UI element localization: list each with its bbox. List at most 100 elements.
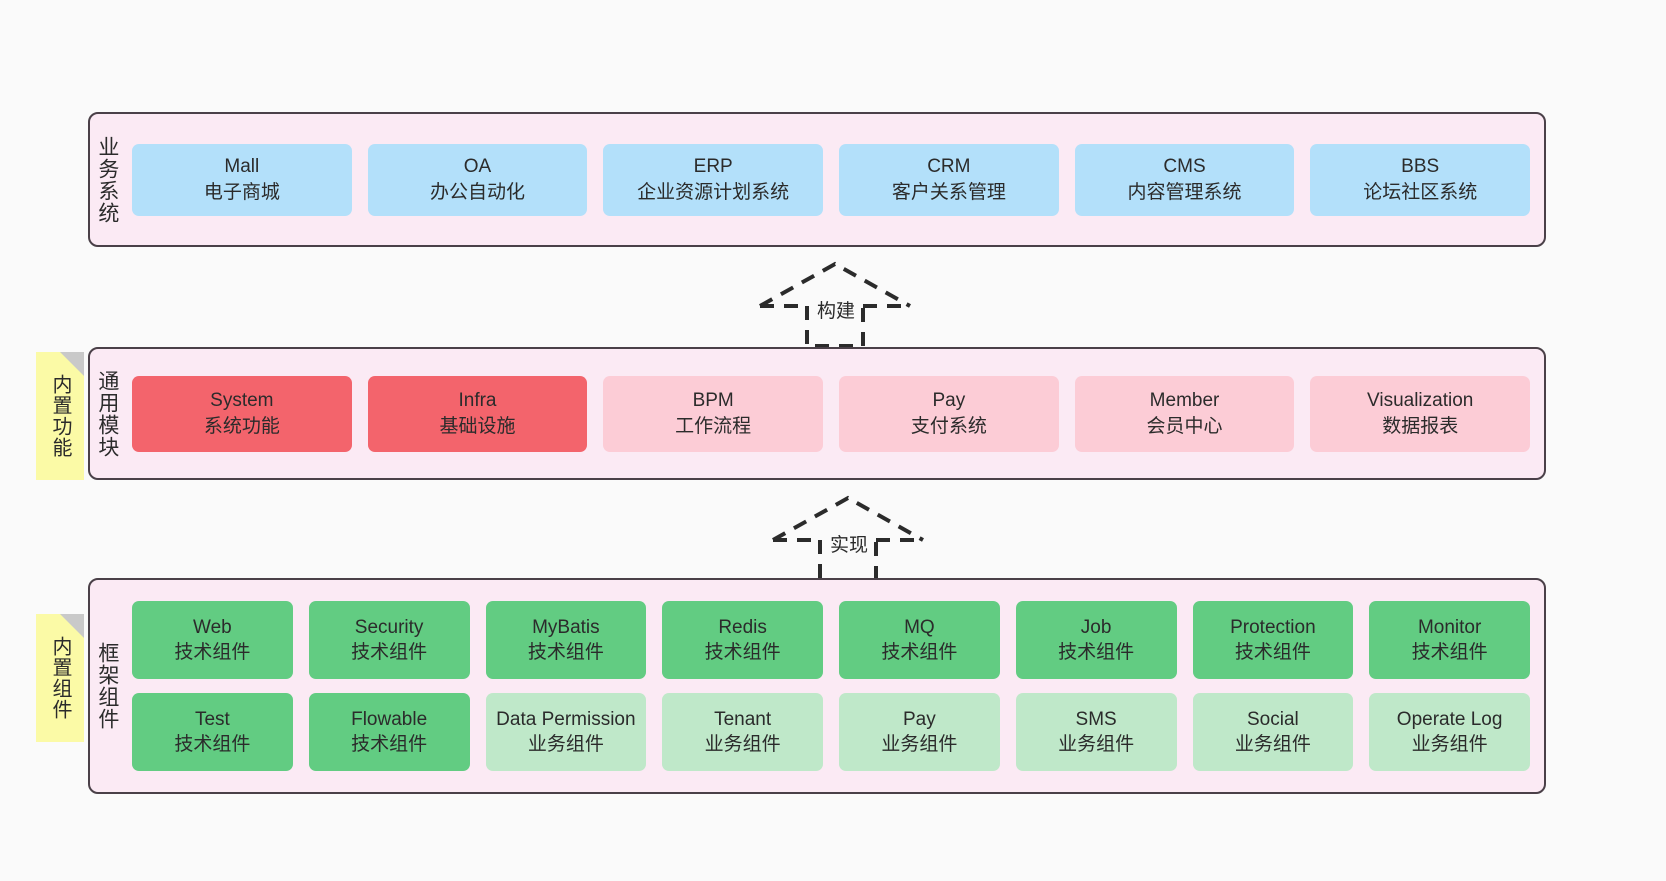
card-mq-en: MQ [904,616,935,638]
card-pay-module[interactable]: Pay 支付系统 [839,375,1059,452]
card-erp[interactable]: ERP 企业资源计划系统 [603,143,824,216]
card-pay-component-en: Pay [903,708,936,730]
card-sms-cn: 业务组件 [1058,734,1135,755]
card-protection-cn: 技术组件 [1234,642,1311,663]
card-social[interactable]: Social 业务组件 [1192,693,1354,771]
card-infra-cn: 基础设施 [439,415,516,437]
card-social-cn: 业务组件 [1234,734,1311,755]
card-pay-component[interactable]: Pay 业务组件 [839,693,1000,771]
card-security-en: Security [354,616,424,638]
card-visualization-cn: 数据报表 [1382,415,1459,437]
arrow-implement-label: 实现 [830,535,869,556]
card-visualization-en: Visualization [1367,390,1474,412]
card-erp-cn: 企业资源计划系统 [637,181,790,203]
card-monitor-en: Monitor [1417,616,1482,638]
card-erp-en: ERP [693,156,733,178]
card-bbs-cn: 论坛社区系统 [1363,181,1478,203]
card-data-permission-en: Data Permission [496,708,636,730]
layer-common-module: 通用模块 System 系统功能 Infra 基础设施 BPM 工作流程 Pay… [88,347,1546,480]
card-member[interactable]: Member 会员中心 [1074,375,1295,452]
card-security[interactable]: Security 技术组件 [308,601,470,679]
card-monitor-cn: 技术组件 [1411,642,1488,663]
arrow-build-label: 构建 [817,301,856,322]
card-member-en: Member [1149,390,1220,412]
card-oa-cn: 办公自动化 [430,181,526,203]
card-monitor[interactable]: Monitor 技术组件 [1369,601,1530,679]
card-test-en: Test [194,708,230,730]
layer-business-system-title: 业务系统 [95,135,119,224]
card-job[interactable]: Job 技术组件 [1015,601,1177,679]
card-redis-cn: 技术组件 [704,642,781,663]
card-security-cn: 技术组件 [351,642,428,663]
layer-framework-component: 框架组件 Web 技术组件 Security 技术组件 MyBatis 技术组件… [88,578,1546,794]
card-bbs-en: BBS [1401,156,1440,178]
card-tenant[interactable]: Tenant 业务组件 [662,693,823,771]
card-pay-module-cn: 支付系统 [910,415,987,437]
layer-framework-component-body: Web 技术组件 Security 技术组件 MyBatis 技术组件 Redi… [124,580,1544,792]
sticky-note-builtin-features-label: 内置功能 [49,374,71,458]
layer-common-module-body: System 系统功能 Infra 基础设施 BPM 工作流程 Pay 支付系统… [124,349,1544,478]
sticky-note-builtin-features: 内置功能 [36,352,84,480]
card-bbs[interactable]: BBS 论坛社区系统 [1310,143,1531,216]
card-infra-en: Infra [458,390,497,412]
framework-card-row-1: Web 技术组件 Security 技术组件 MyBatis 技术组件 Redi… [132,601,1530,679]
card-data-permission-cn: 业务组件 [527,734,604,755]
card-mall-en: Mall [224,156,260,178]
card-cms[interactable]: CMS 内容管理系统 [1074,143,1295,216]
sticky-fold-corner-icon [60,352,84,376]
card-operate-log[interactable]: Operate Log 业务组件 [1369,693,1530,771]
card-mall-cn: 电子商城 [203,181,280,203]
card-cms-cn: 内容管理系统 [1127,181,1242,203]
card-web-en: Web [193,616,232,638]
card-mq-cn: 技术组件 [881,642,958,663]
card-operate-log-en: Operate Log [1396,708,1503,730]
card-bpm[interactable]: BPM 工作流程 [603,375,824,452]
sticky-note-builtin-components-label: 内置组件 [49,636,71,720]
card-protection[interactable]: Protection 技术组件 [1192,601,1354,679]
card-redis[interactable]: Redis 技术组件 [662,601,823,679]
card-job-en: Job [1080,616,1112,638]
card-member-cn: 会员中心 [1146,415,1223,437]
layer-common-module-title: 通用模块 [95,369,119,458]
card-web-cn: 技术组件 [174,642,251,663]
card-crm-en: CRM [927,156,971,178]
card-test-cn: 技术组件 [174,734,251,755]
card-mq[interactable]: MQ 技术组件 [839,601,1000,679]
card-infra[interactable]: Infra 基础设施 [367,375,588,452]
card-tenant-cn: 业务组件 [704,734,781,755]
card-tenant-en: Tenant [714,708,772,730]
card-sms-en: SMS [1075,708,1117,730]
card-operate-log-cn: 业务组件 [1411,734,1488,755]
framework-card-row-2: Test 技术组件 Flowable 技术组件 Data Permission … [132,693,1530,771]
business-card-row: Mall 电子商城 OA 办公自动化 ERP 企业资源计划系统 CRM 客户关系… [132,143,1531,216]
layer-business-system: 业务系统 Mall 电子商城 OA 办公自动化 ERP 企业资源计划系统 CRM… [88,112,1546,247]
card-data-permission[interactable]: Data Permission 业务组件 [485,693,647,771]
card-flowable[interactable]: Flowable 技术组件 [308,693,470,771]
card-web[interactable]: Web 技术组件 [132,601,293,679]
arrow-build-shape [759,261,911,348]
common-card-row: System 系统功能 Infra 基础设施 BPM 工作流程 Pay 支付系统… [132,375,1531,452]
card-flowable-en: Flowable [351,708,428,730]
arrow-implement-shape [772,495,924,582]
card-system-cn: 系统功能 [203,415,280,437]
card-redis-en: Redis [718,616,767,638]
card-mall[interactable]: Mall 电子商城 [132,143,352,216]
card-job-cn: 技术组件 [1058,642,1135,663]
card-flowable-cn: 技术组件 [351,734,428,755]
card-test[interactable]: Test 技术组件 [132,693,293,771]
layer-business-system-body: Mall 电子商城 OA 办公自动化 ERP 企业资源计划系统 CRM 客户关系… [124,114,1544,245]
card-visualization[interactable]: Visualization 数据报表 [1310,375,1531,452]
card-sms[interactable]: SMS 业务组件 [1015,693,1177,771]
card-system[interactable]: System 系统功能 [132,375,352,452]
card-crm-cn: 客户关系管理 [891,181,1006,203]
card-pay-module-en: Pay [932,390,966,412]
card-bpm-cn: 工作流程 [675,415,752,437]
arrow-build: 构建 [755,258,915,348]
card-crm[interactable]: CRM 客户关系管理 [839,143,1059,216]
card-social-en: Social [1247,708,1299,730]
card-system-en: System [210,390,274,412]
card-mybatis[interactable]: MyBatis 技术组件 [485,601,647,679]
card-oa[interactable]: OA 办公自动化 [367,143,588,216]
sticky-fold-corner-icon [60,614,84,638]
